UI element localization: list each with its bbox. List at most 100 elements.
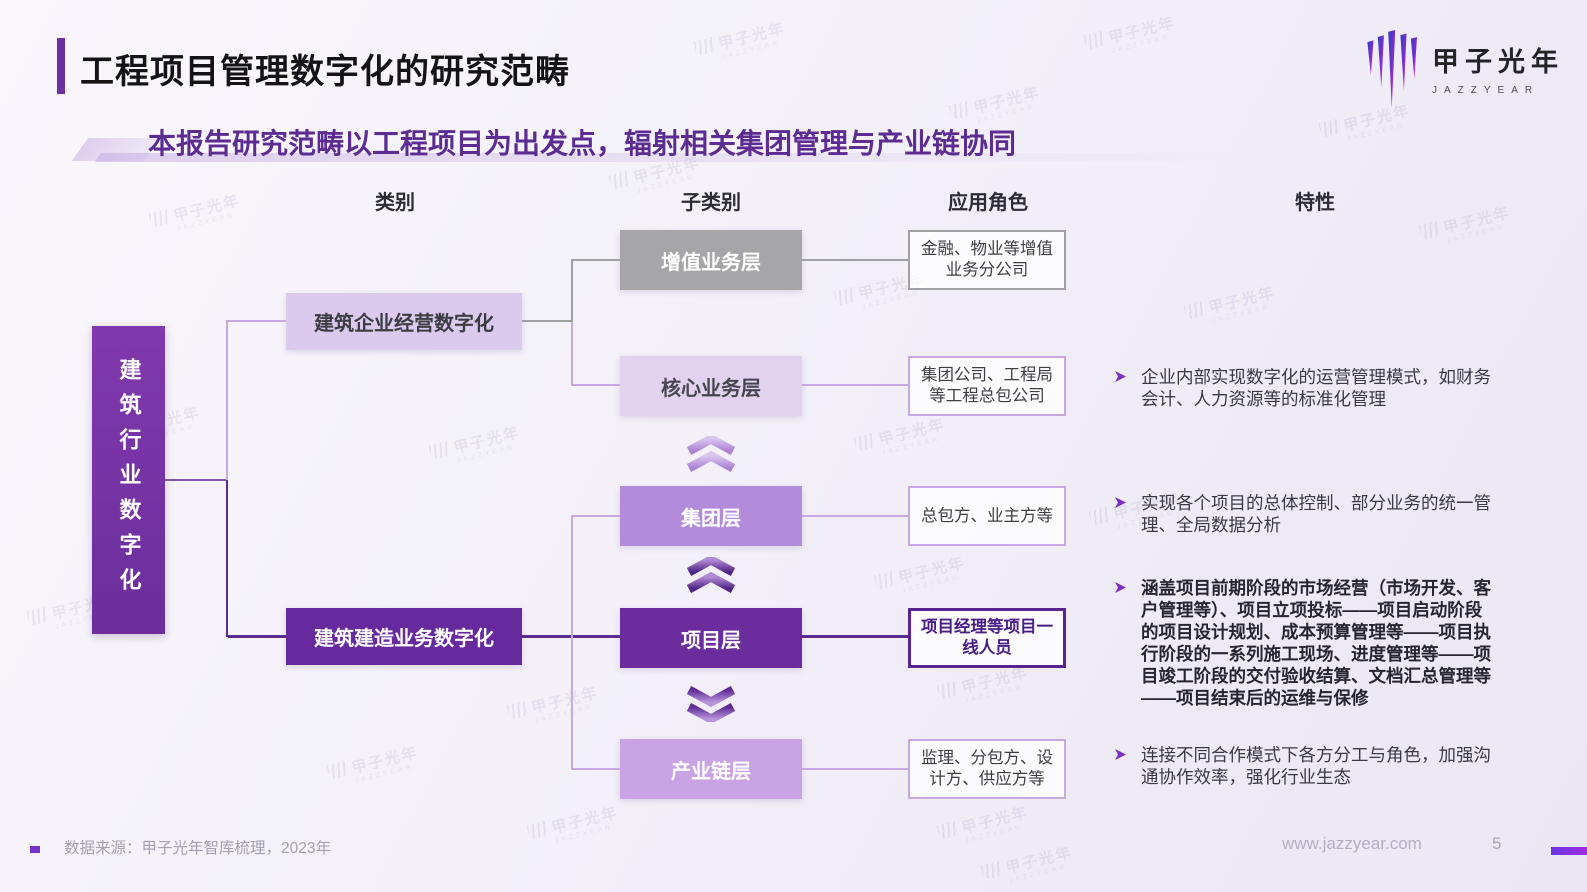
subtitle: 本报告研究范畴以工程项目为出发点，辐射相关集团管理与产业链协同 [148, 128, 1017, 159]
watermark-bars-icon [1183, 300, 1206, 321]
connector-line [802, 635, 908, 638]
watermark-text: 甲子光年 [1106, 14, 1178, 48]
role-box-project: 项目经理等项目一线人员 [908, 608, 1066, 668]
watermark-text: 甲子光年 [529, 684, 601, 718]
watermark-bars-icon [1318, 118, 1341, 139]
watermark-bars-icon [948, 100, 971, 121]
website-url: www.jazzyear.com [1282, 834, 1422, 853]
watermark-bars-icon [1088, 506, 1111, 527]
connector-line [228, 320, 286, 322]
watermark-text: 甲子光年 [896, 554, 968, 588]
source-marker [30, 846, 40, 853]
connector-line [228, 635, 286, 638]
connector-line [802, 515, 908, 517]
role-box-core-business: 集团公司、工程局等工程总包公司 [908, 356, 1066, 416]
data-source: 数据来源：甲子光年智库梳理，2023年 [64, 840, 331, 857]
watermark-bars-icon [526, 820, 549, 841]
watermark-text: 甲子光年 [876, 416, 948, 450]
watermark-bars-icon [936, 680, 959, 701]
connector-line [573, 384, 620, 386]
watermark-subtext: JAZZYEAR [354, 763, 415, 785]
chevron-up-icon [686, 436, 736, 472]
layer-box-group: 集团层 [620, 486, 802, 546]
watermark-subtext: JAZZYEAR [1008, 863, 1069, 885]
feature-item: 连接不同合作模式下各方分工与角色，加强沟通协作效率，强化行业生态 [1113, 744, 1505, 788]
watermark-bars-icon [506, 700, 529, 721]
watermark-bars-icon [608, 170, 631, 191]
watermark-subtext: JAZZYEAR [1211, 303, 1272, 325]
connector-line [571, 322, 573, 386]
logo-texts: 甲子光年 JAZZYEAR [1432, 40, 1564, 96]
watermark-bars-icon [428, 440, 451, 461]
watermark-bars-icon [326, 760, 349, 781]
watermark-text: 甲子光年 [971, 84, 1043, 118]
feature-item: 企业内部实现数字化的运营管理模式，如财务会计、人力资源等的标准化管理 [1113, 366, 1505, 410]
role-box-group: 总包方、业主方等 [908, 486, 1066, 546]
column-header-feature: 特性 [1295, 192, 1335, 214]
watermark-bars-icon [148, 208, 171, 229]
layer-box-core-business: 核心业务层 [620, 356, 802, 416]
watermark-subtext: JAZZYEAR [176, 211, 237, 233]
watermark-subtext: JAZZYEAR [964, 683, 1025, 705]
watermark-subtext: JAZZYEAR [721, 39, 782, 61]
layer-box-project: 项目层 [620, 608, 802, 668]
connector-line [573, 515, 620, 517]
feature-text: 企业内部实现数字化的运营管理模式，如财务会计、人力资源等的标准化管理 [1141, 367, 1491, 409]
watermark-subtext: JAZZYEAR [901, 573, 962, 595]
feature-text: 连接不同合作模式下各方分工与角色，加强沟通协作效率，强化行业生态 [1141, 745, 1491, 787]
bullet-arrow-icon [1115, 371, 1126, 382]
connector-line [226, 320, 228, 480]
role-box-industry-chain: 监理、分包方、设计方、供应方等 [908, 739, 1066, 799]
connector-line [802, 768, 908, 770]
root-box-label: 建筑行业数字化 [116, 357, 142, 603]
chevron-up-icon [686, 557, 736, 593]
category-box-construction-business: 建筑建造业务数字化 [286, 608, 522, 665]
page-title: 工程项目管理数字化的研究范畴 [80, 53, 570, 91]
bullet-arrow-icon [1115, 749, 1126, 760]
watermark-subtext: JAZZYEAR [534, 703, 595, 725]
feature-item: 实现各个项目的总体控制、部分业务的统一管理、全局数据分析 [1113, 492, 1505, 536]
connector-line [802, 259, 908, 261]
watermark-text: 甲子光年 [549, 804, 621, 838]
column-header-category: 类别 [375, 192, 415, 214]
connector-line [802, 384, 908, 386]
watermark-bars-icon [980, 860, 1003, 881]
watermark-subtext: JAZZYEAR [861, 289, 922, 311]
footer-accent-bar [1551, 847, 1587, 855]
watermark-text: 甲子光年 [716, 20, 788, 54]
watermark-text: 甲子光年 [959, 804, 1031, 838]
bullet-arrow-icon [1115, 582, 1126, 593]
page-number: 5 [1492, 834, 1502, 853]
watermark-subtext: JAZZYEAR [881, 435, 942, 457]
column-header-role: 应用角色 [948, 192, 1028, 214]
jazzyear-logo: 甲子光年 JAZZYEAR [1362, 30, 1564, 110]
column-header-subcategory: 子类别 [681, 192, 741, 214]
bullet-arrow-icon [1115, 497, 1126, 508]
watermark-bars-icon [936, 820, 959, 841]
watermark-bars-icon [1083, 30, 1106, 51]
connector-line [573, 768, 620, 770]
watermark-text: 甲子光年 [1206, 284, 1278, 318]
watermark-bars-icon [833, 286, 856, 307]
layer-box-value-added: 增值业务层 [620, 230, 802, 290]
chevron-down-icon [686, 686, 736, 722]
watermark-bars-icon [853, 432, 876, 453]
logo-name: 甲子光年 [1432, 47, 1564, 77]
watermark-text: 甲子光年 [349, 744, 421, 778]
feature-text: 涵盖项目前期阶段的市场经营（市场开发、客户管理等）、项目立项投标——项目启动阶段… [1141, 578, 1491, 708]
connector-line [573, 259, 620, 261]
feature-item: 涵盖项目前期阶段的市场经营（市场开发、客户管理等）、项目立项投标——项目启动阶段… [1113, 577, 1505, 709]
watermark-subtext: JAZZYEAR [1111, 33, 1172, 55]
root-box-industry-digitalization: 建筑行业数字化 [92, 326, 165, 634]
layer-box-industry-chain: 产业链层 [620, 739, 802, 799]
category-box-enterprise-operation: 建筑企业经营数字化 [286, 293, 522, 350]
